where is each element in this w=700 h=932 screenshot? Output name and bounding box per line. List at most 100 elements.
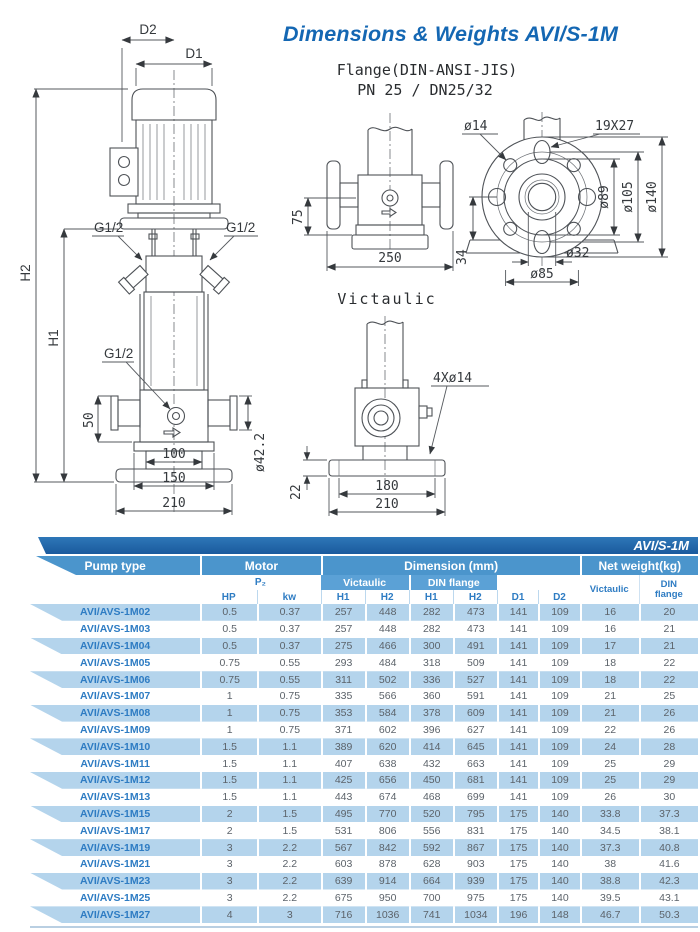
kw-cell: 0.37 (257, 637, 321, 655)
din-h1-cell: 336 (408, 671, 453, 688)
d2-cell: 109 (538, 620, 579, 638)
pump-type-cell: AVI/AVS-1M17 (80, 824, 151, 837)
victaulic-h1-cell: 257 (320, 604, 365, 621)
victaulic-h1-cell: 531 (320, 822, 365, 840)
table-row: AVI/AVS-1M25 3 2.2 675 950 700 975 175 1… (30, 889, 698, 907)
hp-cell: 3 (200, 839, 258, 856)
subheader-victaulic: Victaulic (320, 575, 409, 590)
victaulic-h1-cell: 443 (320, 788, 365, 806)
col-header-h1-v: H1 (320, 590, 365, 604)
table-row: AVI/AVS-1M15 2 1.5 495 770 520 795 175 1… (30, 805, 698, 823)
victaulic-h2-cell: 602 (364, 721, 409, 739)
din-h2-cell: 903 (452, 855, 497, 873)
victaulic-h1-cell: 353 (320, 704, 365, 722)
hp-cell: 0.75 (200, 671, 258, 688)
table-row: AVI/AVS-1M10 1.5 1.1 389 620 414 645 141… (30, 738, 698, 756)
kw-cell: 1.5 (257, 805, 321, 823)
din-h1-cell: 282 (408, 604, 453, 621)
d2-cell: 140 (538, 872, 580, 890)
dim-label-180: 180 (375, 479, 398, 494)
net-din-cell: 29 (638, 771, 698, 789)
din-h2-cell: 627 (452, 721, 497, 739)
d1-cell: 175 (496, 822, 538, 840)
kw-cell: 0.75 (257, 721, 320, 739)
dimensions-table: AVI/S-1M Pump type Motor Dimension (mm) … (30, 537, 698, 929)
kw-cell: 2.2 (257, 889, 320, 907)
d1-cell: 175 (496, 839, 539, 856)
d2-cell: 109 (538, 738, 580, 756)
table-row: AVI/AVS-1M23 3 2.2 639 914 664 939 175 1… (30, 872, 698, 890)
hp-cell: 2 (200, 805, 258, 823)
pump-type-cell: AVI/AVS-1M21 (80, 858, 151, 871)
hp-cell: 1.5 (200, 771, 258, 789)
dim-label-dia85: ø85 (530, 267, 553, 282)
d1-cell: 141 (496, 771, 539, 789)
net-din-cell: 29 (638, 755, 698, 772)
subheader-p2: P₂ (254, 577, 266, 588)
victaulic-h2-cell: 620 (364, 738, 409, 756)
d1-cell: 141 (496, 671, 539, 688)
flow-arrow-icon (381, 207, 397, 218)
net-victaulic-cell: 25 (579, 755, 639, 772)
d1-cell: 141 (496, 721, 538, 739)
net-victaulic-cell: 33.8 (579, 805, 639, 823)
net-din-cell: 22 (638, 671, 698, 688)
victaulic-h2-cell: 1036 (364, 906, 409, 924)
dim-label-34: 34 (455, 249, 470, 265)
kw-cell: 0.37 (257, 620, 320, 638)
pump-type-cell: AVI/AVS-1M12 (30, 771, 201, 789)
d2-cell: 140 (538, 855, 579, 873)
victaulic-h1-cell: 311 (320, 671, 365, 688)
pump-type-cell: AVI/AVS-1M09 (80, 723, 151, 736)
net-din-cell: 26 (638, 704, 698, 722)
victaulic-h1-cell: 257 (320, 620, 365, 638)
victaulic-h2-cell: 502 (364, 671, 409, 688)
hp-cell: 1.5 (200, 788, 257, 806)
header-motor: Motor (200, 556, 321, 575)
net-din-cell: 25 (638, 687, 698, 705)
din-h1-cell: 664 (408, 872, 453, 890)
net-din-cell: 40.8 (638, 839, 698, 856)
dim-label-g12-right: G1/2 (226, 220, 255, 235)
d2-cell: 148 (538, 906, 580, 924)
victaulic-h2-cell: 448 (364, 604, 409, 621)
victaulic-h1-cell: 603 (320, 855, 365, 873)
hp-cell: 3 (200, 889, 257, 907)
pump-type-cell: AVI/AVS-1M23 (30, 872, 201, 890)
dim-label-d2: D2 (139, 22, 156, 37)
hp-cell: 1.5 (200, 738, 258, 756)
dim-label-19x27: 19X27 (595, 119, 634, 134)
victaulic-h2-cell: 466 (364, 637, 409, 655)
din-h1-cell: 378 (408, 704, 453, 722)
victaulic-h1-cell: 371 (320, 721, 365, 739)
dim-label-210: 210 (162, 496, 185, 511)
net-victaulic-cell: 37.3 (579, 839, 639, 856)
table-row: AVI/AVS-1M09 1 0.75 371 602 396 627 141 … (30, 721, 698, 739)
table-row: AVI/AVS-1M19 3 2.2 567 842 592 867 175 1… (30, 839, 698, 856)
hp-cell: 2 (200, 822, 257, 840)
hp-cell: 1 (200, 687, 257, 705)
d1-cell: 141 (496, 755, 538, 772)
pump-type-cell: AVI/AVS-1M03 (80, 623, 151, 636)
hp-cell: 0.5 (200, 620, 257, 638)
table-row: AVI/AVS-1M03 0.5 0.37 257 448 282 473 14… (30, 620, 698, 638)
din-h1-cell: 318 (408, 654, 453, 672)
dim-label-h1: H1 (46, 329, 61, 346)
net-victaulic-cell: 21 (579, 704, 639, 722)
victaulic-h1-cell: 293 (320, 654, 365, 672)
victaulic-h2-cell: 448 (364, 620, 409, 638)
victaulic-h2-cell: 484 (364, 654, 409, 672)
d1-cell: 141 (496, 687, 538, 705)
kw-cell: 1.1 (257, 788, 320, 806)
d2-cell: 140 (538, 889, 579, 907)
net-victaulic-cell: 46.7 (579, 906, 639, 924)
net-victaulic-cell: 38 (579, 855, 639, 873)
col-header-h2-d: H2 (452, 590, 497, 604)
d1-cell: 141 (496, 604, 539, 621)
d2-cell: 140 (538, 805, 580, 823)
terminal-box (109, 147, 139, 197)
din-h2-cell: 939 (452, 872, 497, 890)
victaulic-h2-cell: 566 (364, 687, 409, 705)
net-din-cell: 42.3 (638, 872, 698, 890)
victaulic-h1-cell: 675 (320, 889, 365, 907)
